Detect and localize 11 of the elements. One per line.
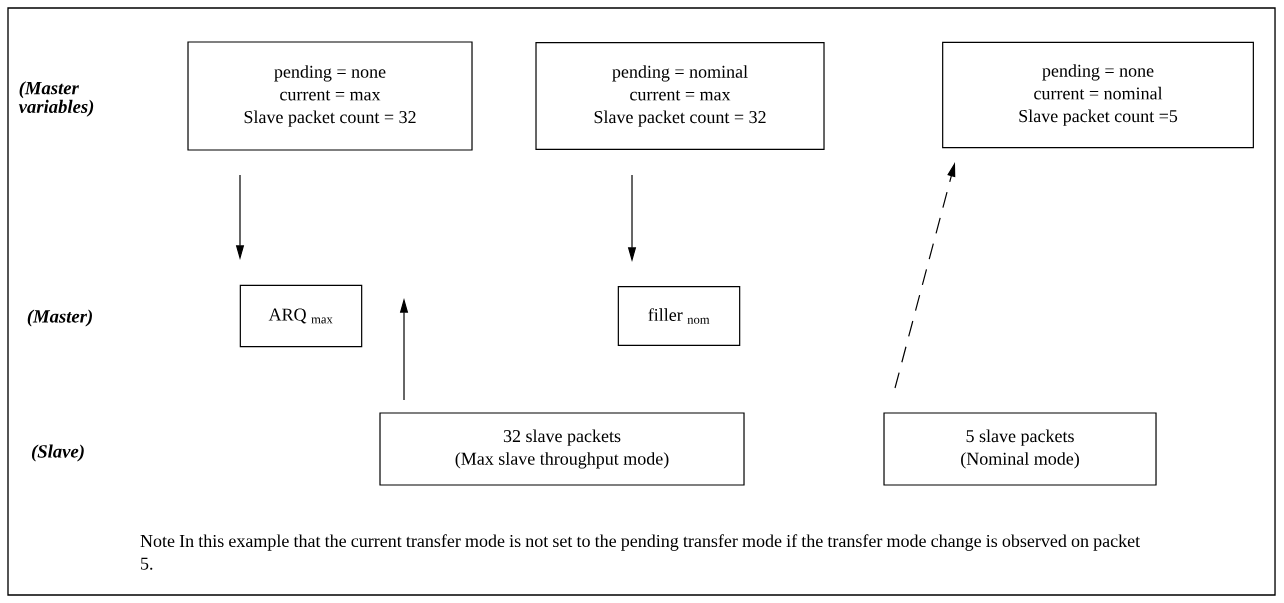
row-label: (Master) [27, 309, 92, 327]
process-box: pending = none current = nominal Slave packet count =5 [942, 41, 1254, 149]
process-box: 32 slave packets (Max slave throughput mode) [379, 412, 745, 486]
row-label: (Slave) [31, 444, 84, 462]
process-box: pending = nominal current = max Slave packet count = 32 [535, 42, 825, 150]
process-box: 5 slave packets (Nominal mode) [883, 412, 1157, 486]
row-label: (Master variables) [18, 81, 94, 117]
process-box: ARQ $_{max}$ [239, 284, 363, 348]
note-text: Note In this example that the current transfer mode is not set to the pending transfer mode if the transfer mode change is observed on packet 5. [140, 534, 1140, 570]
process-box: filler $_{nom}$ [617, 286, 741, 346]
process-box: pending = none current = max Slave packet count = 32 [187, 41, 473, 151]
